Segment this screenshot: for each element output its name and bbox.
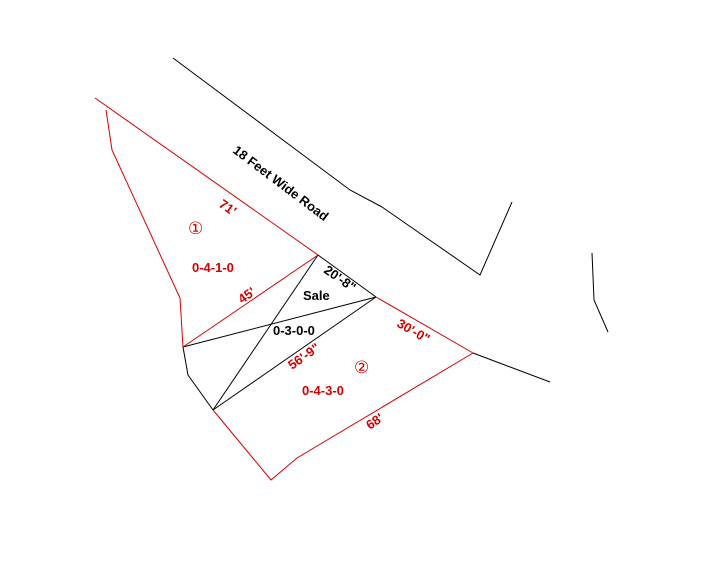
plot2-sale-side-label: 56'-9" bbox=[285, 340, 323, 373]
plot2-bottom-side-label: 68' bbox=[363, 410, 386, 432]
sale-road-side bbox=[317, 254, 377, 298]
road-edge-upper bbox=[172, 57, 513, 276]
sale-diagonal-1 bbox=[182, 296, 377, 348]
plot1-left-boundary bbox=[105, 109, 184, 348]
plot1-sale-side bbox=[182, 254, 319, 348]
plot1-number: ① bbox=[188, 219, 203, 238]
plot2-bottom-boundary bbox=[212, 352, 474, 481]
plot2-road-side-label: 30'-0" bbox=[395, 316, 433, 347]
sale-area: 0-3-0-0 bbox=[273, 323, 315, 338]
road-label: 18 Feet Wide Road bbox=[230, 142, 331, 224]
sale-left-side bbox=[182, 346, 214, 411]
plot1-sale-side-label: 45' bbox=[235, 284, 258, 306]
plot2-road-side bbox=[375, 296, 474, 354]
sale-label: Sale bbox=[303, 288, 330, 303]
plot2-number: ② bbox=[354, 358, 369, 377]
plot1-boundary bbox=[94, 97, 319, 256]
road-edge-lower-right bbox=[472, 352, 551, 383]
plot1-area: 0-4-1-0 bbox=[192, 260, 234, 275]
sale-diagonal-2 bbox=[212, 254, 319, 411]
sale-plot2-side bbox=[212, 296, 377, 411]
plot1-road-side-label: 71' bbox=[216, 196, 239, 218]
plot2-area: 0-4-3-0 bbox=[302, 383, 344, 398]
road-edge-far-right bbox=[591, 252, 609, 333]
